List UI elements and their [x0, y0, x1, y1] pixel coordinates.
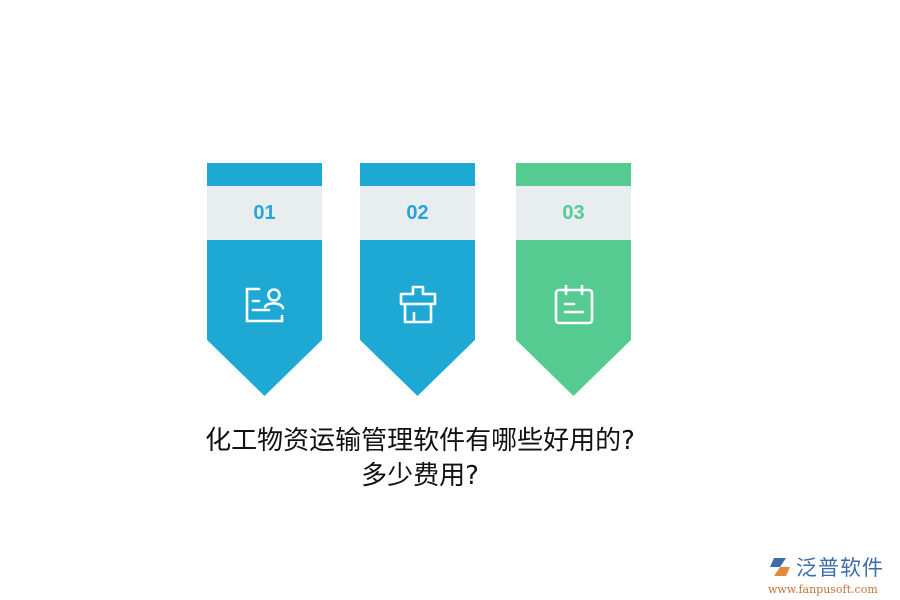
page-title-line-2: 多少费用?: [361, 461, 479, 491]
calendar-note-icon: [554, 284, 594, 325]
banner-top-strip: [207, 163, 322, 186]
banner-number: 01: [207, 186, 322, 240]
shop-store-icon: [399, 285, 437, 324]
banner-number: 03: [516, 186, 631, 240]
brand-url: www.fanpusoft.com: [768, 583, 878, 596]
banner-03: 03: [516, 163, 631, 396]
banner-top-strip: [516, 163, 631, 186]
page-title-line-1: 化工物资运输管理软件有哪些好用的?: [205, 426, 635, 456]
fanpu-logo-icon: [770, 558, 790, 576]
brand-logo: 泛普软件 www.fanpusoft.com: [768, 552, 896, 596]
banner-01: 01: [207, 163, 322, 396]
user-card-icon: [245, 287, 285, 323]
banner-02: 02: [360, 163, 475, 396]
banner-top-strip: [360, 163, 475, 186]
banner-number: 02: [360, 186, 475, 240]
brand-name: 泛普软件: [796, 556, 884, 580]
